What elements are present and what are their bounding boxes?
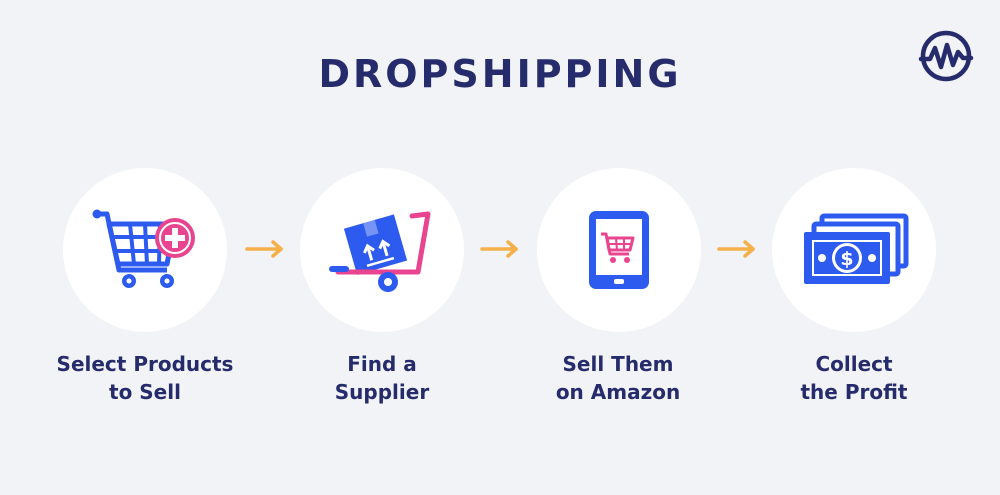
shopping-cart-plus-icon <box>92 209 195 288</box>
step-4-label-line-2: the Profit <box>800 380 908 404</box>
step-1-label-line-1: Select Products <box>56 352 234 376</box>
step-3-label-line-2: on Amazon <box>555 380 681 404</box>
step-3-label-line-1: Sell Them <box>562 352 674 376</box>
svg-text:$: $ <box>840 248 853 270</box>
step-3-circle <box>537 168 701 332</box>
arrow-right-icon <box>480 240 518 258</box>
step-3-label: Sell Them on Amazon <box>518 350 718 406</box>
step-4-label-line-1: Collect <box>815 352 893 376</box>
step-4-label: Collect the Profit <box>754 350 954 406</box>
money-stack-icon: $ <box>804 213 909 284</box>
hand-truck-box-icon <box>329 211 431 292</box>
step-1-label: Select Products to Sell <box>45 350 245 406</box>
step-1-circle <box>63 168 227 332</box>
step-2-label-line-2: Supplier <box>334 380 430 404</box>
page-title: DROPSHIPPING <box>318 52 682 96</box>
arrow-right-icon <box>245 240 283 258</box>
step-4-circle: $ <box>772 168 936 332</box>
wave-logo-icon <box>918 30 974 82</box>
step-2-label-line-1: Find a <box>347 352 417 376</box>
step-1-label-line-2: to Sell <box>109 380 181 404</box>
arrow-right-icon <box>717 240 755 258</box>
tablet-cart-icon <box>589 211 649 289</box>
step-2-circle <box>300 168 464 332</box>
step-2-label: Find a Supplier <box>282 350 482 406</box>
